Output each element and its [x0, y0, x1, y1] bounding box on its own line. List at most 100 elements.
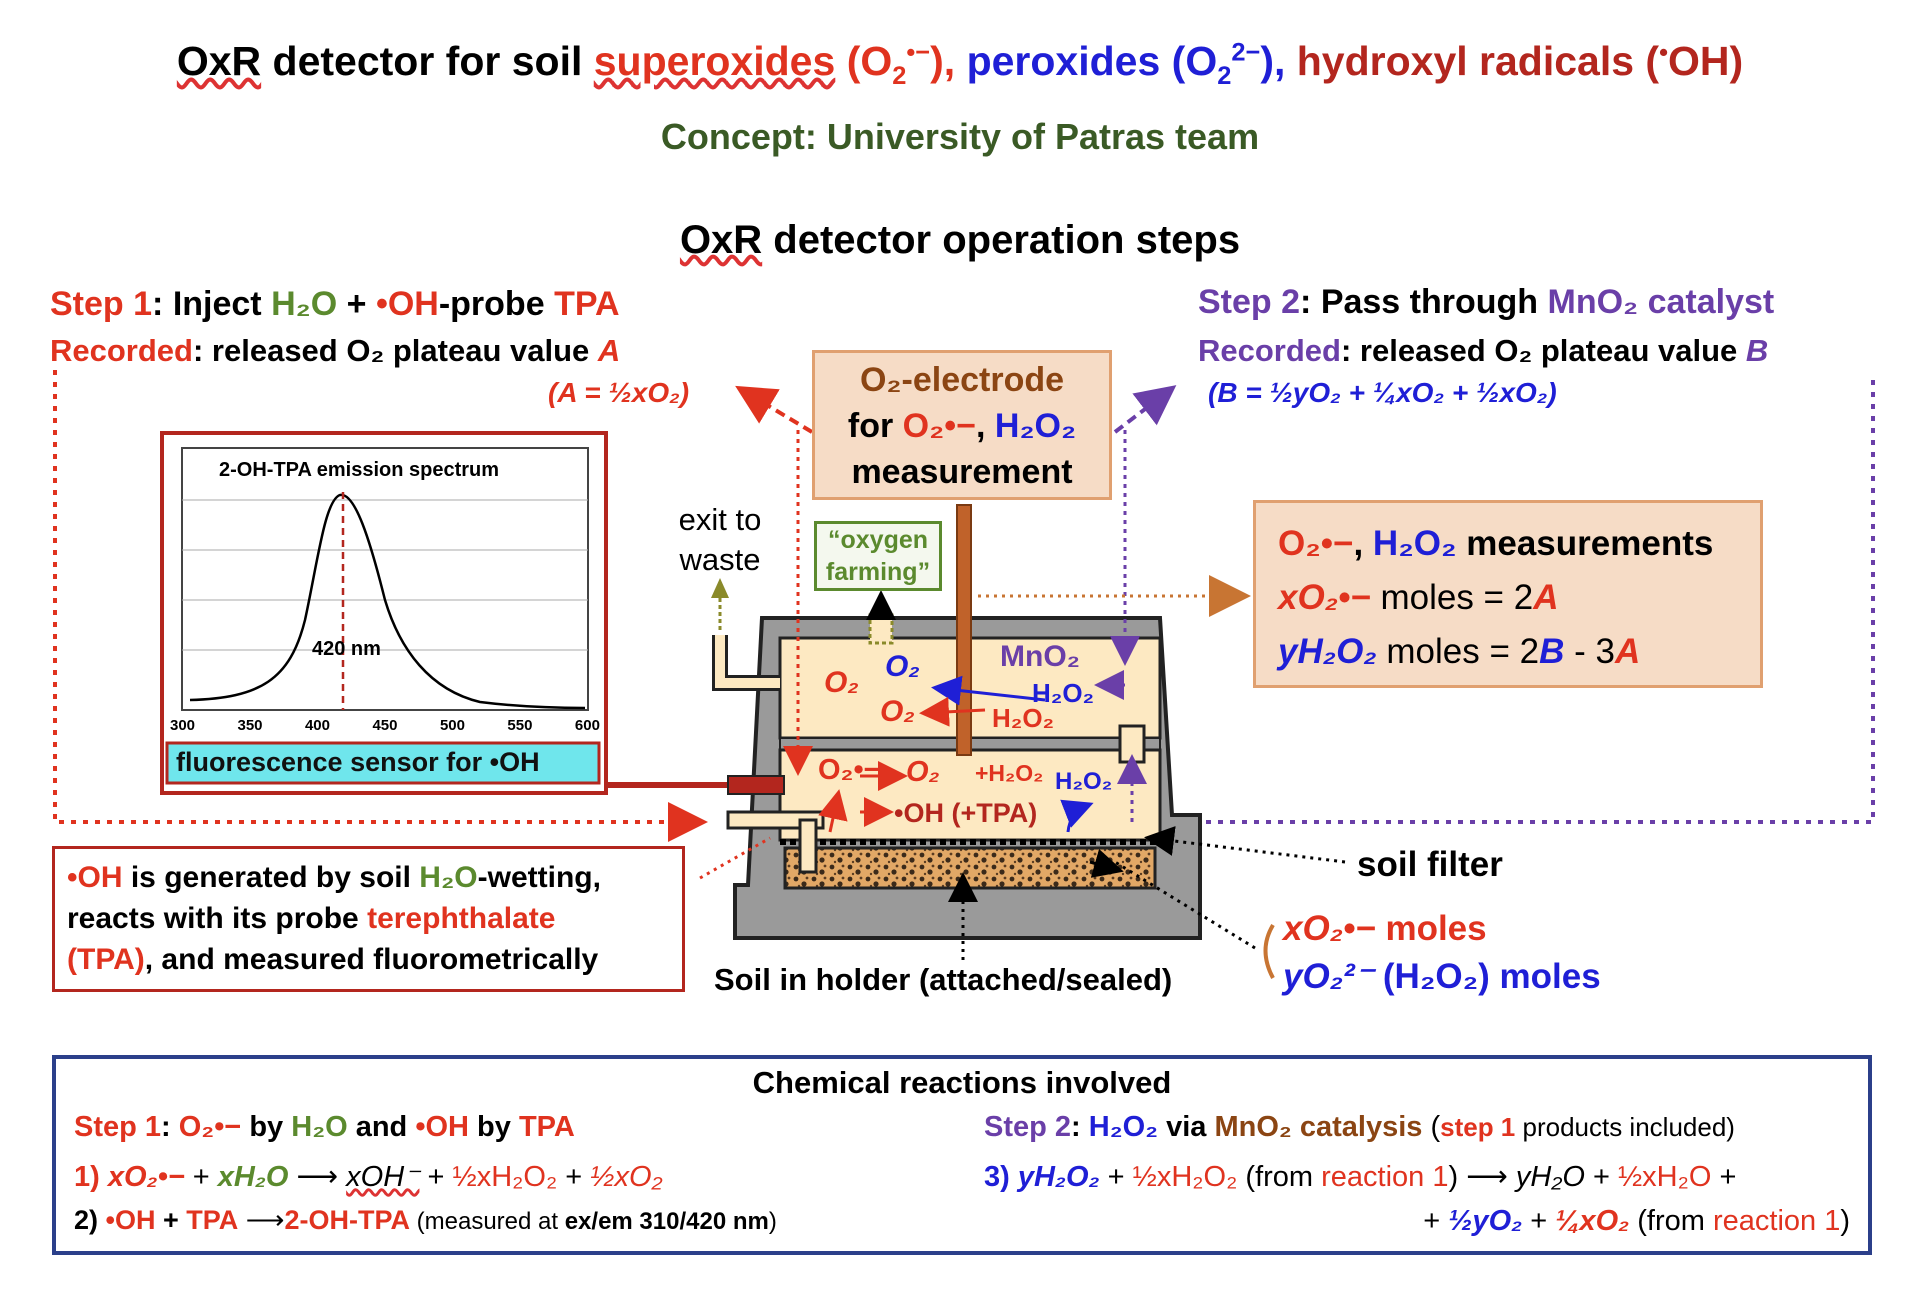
chamber-lower-o2: O₂ [906, 756, 940, 788]
sensor-rod [727, 775, 785, 795]
meas-h2o2: H₂O₂ [1372, 524, 1457, 563]
soil-holder [783, 846, 1157, 890]
r1-o2: ½xO₂ [590, 1161, 663, 1193]
oh-note-h2o: H₂O [419, 861, 478, 894]
electrode-h2o2: H₂O₂ [994, 407, 1077, 445]
chamber-h2o2-b: H₂O₂ [992, 703, 1055, 733]
chamber-mno2: MnO₂ [1000, 640, 1080, 673]
title-per: (O [1171, 38, 1218, 84]
r1-plus: + [184, 1161, 218, 1193]
chamber-o2-b: O₂ [885, 650, 920, 683]
soil-moles-brace [1263, 923, 1275, 979]
title-per-sup: 2− [1231, 38, 1261, 67]
exit-to-waste-label: exit to waste [660, 500, 780, 580]
title-o2-sub: 2 [892, 62, 907, 91]
rx-left-h2o: H₂O [291, 1111, 348, 1143]
rx-right-step1: step 1 [1440, 1112, 1516, 1142]
meas-y-var: yH₂O₂ [1278, 632, 1377, 671]
oh-note-text1b: -wetting, [477, 861, 601, 894]
title-o2: (O [846, 38, 893, 84]
rx-left-step: Step 1 [74, 1111, 162, 1143]
exit-label-2: waste [679, 542, 761, 577]
r1-xh2o: xH₂O [217, 1161, 289, 1193]
operation-steps-header: OxR detector operation steps [0, 218, 1920, 263]
step1-value-var: A [597, 333, 621, 368]
rx-left-colon: : [161, 1111, 179, 1143]
step1-tpa: TPA [554, 285, 620, 323]
x-tick: 450 [372, 717, 398, 734]
meas-x-text: moles = 2 [1370, 578, 1534, 617]
reactions-header: Chemical reactions involved [752, 1065, 1172, 1100]
title-per-close: ), [1260, 38, 1286, 84]
rx-right-colon: : [1071, 1111, 1089, 1143]
meas-y-a: A [1614, 632, 1641, 671]
soil-holder-label: Soil in holder (attached/sealed) [714, 962, 1173, 997]
oh-note-tpa-name: terephthalate [367, 902, 556, 935]
measurements-line1: xO₂•− moles = 2A [1278, 571, 1738, 625]
r2-oh: •OH [105, 1205, 156, 1235]
step1-recorded-label: Recorded [50, 333, 193, 368]
r2-note: (measured at [409, 1208, 565, 1235]
title-peroxides: peroxides [955, 38, 1161, 84]
x-tick: 350 [237, 717, 263, 734]
chamber-plus-h2o2: +H₂O₂ [975, 760, 1044, 786]
r3-from: (from [1237, 1161, 1322, 1193]
r3-plus: + [1099, 1161, 1133, 1193]
x-tick: 300 [170, 717, 196, 734]
title-per-sub: 2 [1217, 62, 1232, 91]
electrode-box: O₂-electrode for O₂•−, H₂O₂ measurement [812, 350, 1112, 500]
soil-moles-x: xO₂•− [1283, 909, 1376, 948]
spectrum-x-ticks: 300 350 400 450 500 550 600 [170, 717, 600, 734]
chamber-o2-a: O₂ [824, 666, 859, 699]
step1-colon: : Inject [152, 285, 272, 323]
step1-label: Step 1 [50, 285, 153, 323]
r4-close: ) [1840, 1205, 1850, 1237]
step1-h2o: H₂O [271, 285, 338, 323]
step1-oh: •OH [375, 285, 439, 323]
rx-left-and: and [347, 1111, 416, 1143]
step1-title: Step 1: Inject H₂O + •OH-probe TPA [50, 285, 620, 324]
electrode-o2: O₂•− [902, 407, 976, 445]
r2-close: ) [768, 1208, 777, 1235]
electrode-for: for [847, 407, 903, 445]
fluorescence-sensor-label: fluorescence sensor for •OH [176, 747, 540, 777]
ops-header-oxr: OxR [679, 218, 763, 262]
title-oxr: OxR [176, 38, 262, 84]
reaction-1: 1) xO₂•− + xH₂O ⟶ xOH⁻ + ½xH₂O₂ + ½xO₂ [74, 1159, 663, 1194]
electrode-line3: measurement [851, 453, 1073, 491]
meas-y-mid: - 3 [1564, 632, 1615, 671]
chamber-o2sup: O₂•− [818, 754, 881, 786]
meas-rest: measurements [1456, 524, 1714, 563]
r3-react: reaction 1 [1321, 1161, 1449, 1193]
r2-plus: + [155, 1205, 187, 1235]
r4-plus: + [1423, 1205, 1449, 1237]
step2-formula: (B = ½yO₂ + ¼xO₂ + ½xO₂) [1208, 377, 1557, 408]
r4-y: ½yO₂ [1448, 1205, 1523, 1237]
mno2-valve [1118, 724, 1146, 764]
soil-moles-y-text: (H₂O₂) moles [1373, 957, 1601, 996]
step1-plus: + [337, 285, 376, 323]
step2-title: Step 2: Pass through MnO₂ catalyst [1198, 283, 1774, 322]
oh-note-text3b: , and measured fluorometrically [144, 943, 599, 976]
soil-moles-line2: yO₂²⁻ (H₂O₂) moles [1283, 953, 1601, 1001]
soil-filter-label: soil filter [1357, 845, 1503, 884]
r4-x: ¼xO₂ [1555, 1205, 1630, 1237]
r2-tpa: TPA [186, 1205, 239, 1235]
sensor-label-bg [165, 741, 601, 785]
x-tick: 400 [304, 717, 330, 734]
meas-comma: , [1353, 524, 1373, 563]
rx-left-by2: by [468, 1111, 519, 1143]
rx-right-via: via [1158, 1111, 1215, 1143]
meas-x-var: xO₂•− [1278, 578, 1371, 617]
step2-arrow [1113, 385, 1177, 434]
electrode-rod [956, 504, 972, 756]
step1-recorded-text: : released O₂ plateau value [192, 333, 598, 368]
chamber-o2-c: O₂ [880, 695, 915, 728]
oxygen-farming-label: “oxygen farming” [814, 521, 942, 591]
r1-plus3: + [557, 1161, 591, 1193]
reaction-2: 2) •OH + TPA ⟶2-OH-TPA (measured at ex/e… [74, 1205, 777, 1236]
step2-dotted-path [1150, 380, 1875, 824]
oh-note-line3: (TPA), and measured fluorometrically [67, 939, 670, 980]
soil-moles: xO₂•− moles yO₂²⁻ (H₂O₂) moles [1283, 905, 1601, 1001]
